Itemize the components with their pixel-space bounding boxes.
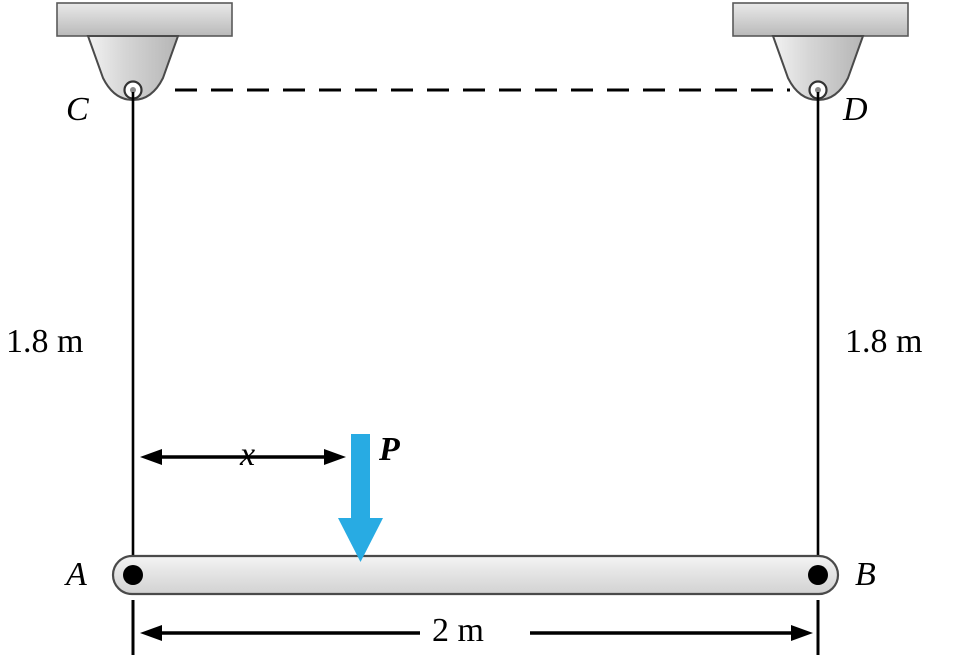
label-point-a: A	[66, 556, 87, 593]
label-point-c: C	[66, 91, 89, 128]
right-ceiling-support	[732, 2, 909, 102]
label-point-d: D	[843, 91, 868, 128]
label-left-wire-length: 1.8 m	[6, 323, 84, 360]
bar-length-dimension	[131, 600, 820, 655]
label-right-wire-length: 1.8 m	[845, 323, 923, 360]
left-ceiling-support	[56, 2, 233, 102]
x-dimension-arrow	[140, 449, 346, 465]
force-arrow-p	[338, 434, 383, 562]
label-bar-length: 2 m	[432, 612, 484, 649]
pin-a	[123, 565, 143, 585]
label-distance-x: x	[240, 436, 256, 473]
label-force-p: P	[379, 431, 400, 468]
pin-b	[808, 565, 828, 585]
rigid-bar	[111, 554, 840, 596]
label-point-b: B	[855, 556, 876, 593]
